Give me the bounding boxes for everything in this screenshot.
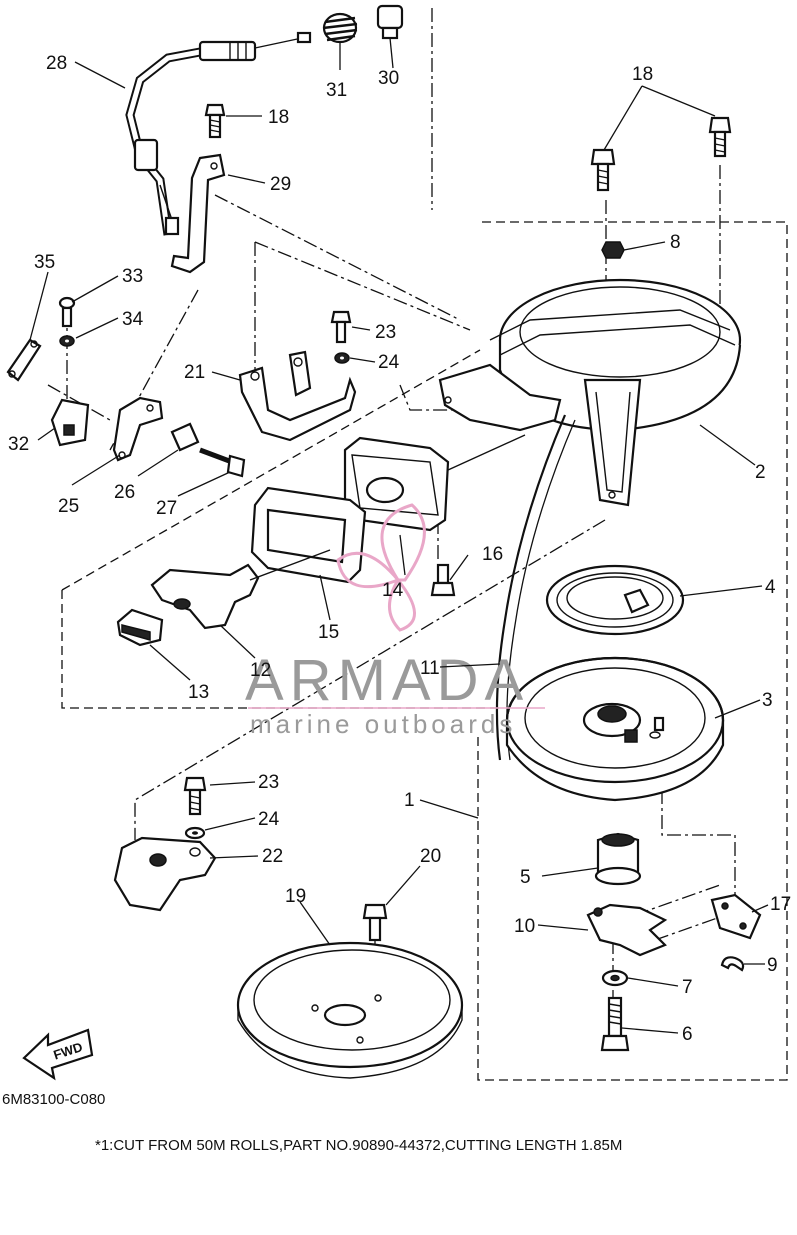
callout-26: 26 [114, 482, 135, 503]
footnote: *1:CUT FROM 50M ROLLS,PART NO.90890-4437… [95, 1137, 623, 1154]
part-4-spiral-spring [545, 564, 685, 636]
callout-16: 16 [482, 544, 503, 565]
part-24-washer-lower [184, 826, 206, 840]
callout-15: 15 [318, 622, 339, 643]
part-14-handle-housing [343, 434, 526, 532]
callout-35: 35 [34, 252, 55, 273]
fwd-direction-marker: FWD [22, 1028, 94, 1081]
part-19-base-plate [236, 941, 464, 1079]
callout-9: 9 [767, 955, 778, 976]
part-9-circlip [720, 956, 745, 972]
armada-watermark: ARMADA marine outboards [245, 503, 545, 739]
watermark-propeller-blade [336, 551, 401, 589]
part-18-bolt-upper-left [204, 103, 226, 139]
part-35-lever [6, 338, 42, 382]
part-13-grip-insert [116, 608, 164, 647]
callout-12: 12 [250, 660, 271, 681]
callout-32: 32 [8, 434, 29, 455]
callout-31: 31 [326, 80, 347, 101]
part-2-starter-housing [438, 278, 742, 507]
callout-23-upper: 23 [375, 322, 396, 343]
callout-2: 2 [755, 462, 766, 483]
callout-6: 6 [682, 1024, 693, 1045]
callout-29: 29 [270, 174, 291, 195]
callout-numbers: 28 31 30 18 18 29 8 35 33 34 23 24 21 32… [8, 53, 791, 1045]
phantom-line-17 [661, 740, 736, 900]
callout-27: 27 [156, 498, 177, 519]
phantom-line-bracket [399, 384, 455, 411]
watermark-propeller-blade [388, 577, 416, 632]
part-23-bolt-upper [330, 310, 352, 344]
callout-17: 17 [770, 894, 791, 915]
phantom-line-29 [214, 194, 461, 321]
callout-30: 30 [378, 68, 399, 89]
callout-11: 11 [420, 658, 440, 679]
part-5-drive-hub [594, 832, 642, 886]
callout-7: 7 [682, 977, 693, 998]
callout-10: 10 [514, 916, 535, 937]
part-10-pawl [586, 903, 668, 957]
part-21-mounting-bracket [238, 350, 357, 442]
part-33-screw [58, 296, 76, 328]
watermark-brand: ARMADA [245, 648, 529, 713]
diagram-code: 6M83100-C080 [2, 1091, 105, 1108]
callout-34: 34 [122, 309, 144, 330]
callout-8: 8 [670, 232, 681, 253]
callout-18-upper-left: 18 [268, 107, 289, 128]
callout-25: 25 [58, 496, 79, 517]
part-6-center-bolt [600, 996, 630, 1052]
part-16-screw [430, 563, 456, 597]
leader-lines [29, 37, 769, 1034]
watermark-tagline: marine outboards [250, 709, 516, 739]
callout-22: 22 [262, 846, 283, 867]
callout-4: 4 [765, 577, 776, 598]
part-34-washer [59, 335, 75, 347]
callout-14: 14 [382, 580, 404, 601]
callout-21: 21 [184, 362, 205, 383]
callout-20: 20 [420, 846, 441, 867]
part-18-bolt-right [708, 116, 732, 158]
callout-13: 13 [188, 682, 209, 703]
part-23-bolt-lower [183, 776, 207, 816]
callout-18-right: 18 [632, 64, 653, 85]
assembly-frame-right [477, 221, 788, 1081]
part-7-washer [601, 969, 629, 987]
part-12-starter-grip [150, 549, 331, 630]
part-17-pawl-plate [710, 893, 762, 940]
part-15-seal-frame [250, 486, 367, 584]
part-25-link-arm [112, 396, 164, 462]
callout-1: 1 [404, 790, 415, 811]
callout-23-lower: 23 [258, 772, 279, 793]
part-3-sheave-drum [505, 656, 725, 802]
callout-19: 19 [285, 886, 306, 907]
part-27-bolt [199, 447, 246, 478]
part-26-collar [170, 422, 200, 452]
callout-24-upper: 24 [378, 352, 400, 373]
phantom-line-10-17 [634, 884, 721, 916]
part-28-starter-cable [125, 31, 312, 236]
callout-5: 5 [520, 867, 531, 888]
part-29-bracket [170, 153, 226, 274]
part-24-washer-upper [334, 352, 350, 364]
part-18-bolt-center [590, 148, 616, 192]
part-8-nut [601, 241, 625, 259]
callout-33: 33 [122, 266, 143, 287]
phantom-line-21 [254, 241, 471, 331]
part-22-lock-bracket [113, 836, 217, 912]
part-30-cable-fitting [376, 4, 404, 40]
assembly-frame-diagonal [61, 349, 481, 591]
callout-3: 3 [762, 690, 773, 711]
watermark-propeller-blade [380, 503, 426, 582]
part-32-cam-block [50, 398, 90, 447]
phantom-line-22 [134, 519, 606, 840]
callout-24-lower: 24 [258, 809, 280, 830]
part-31-spring [322, 12, 358, 44]
part-20-bolt [362, 903, 388, 942]
callout-28: 28 [46, 53, 67, 74]
